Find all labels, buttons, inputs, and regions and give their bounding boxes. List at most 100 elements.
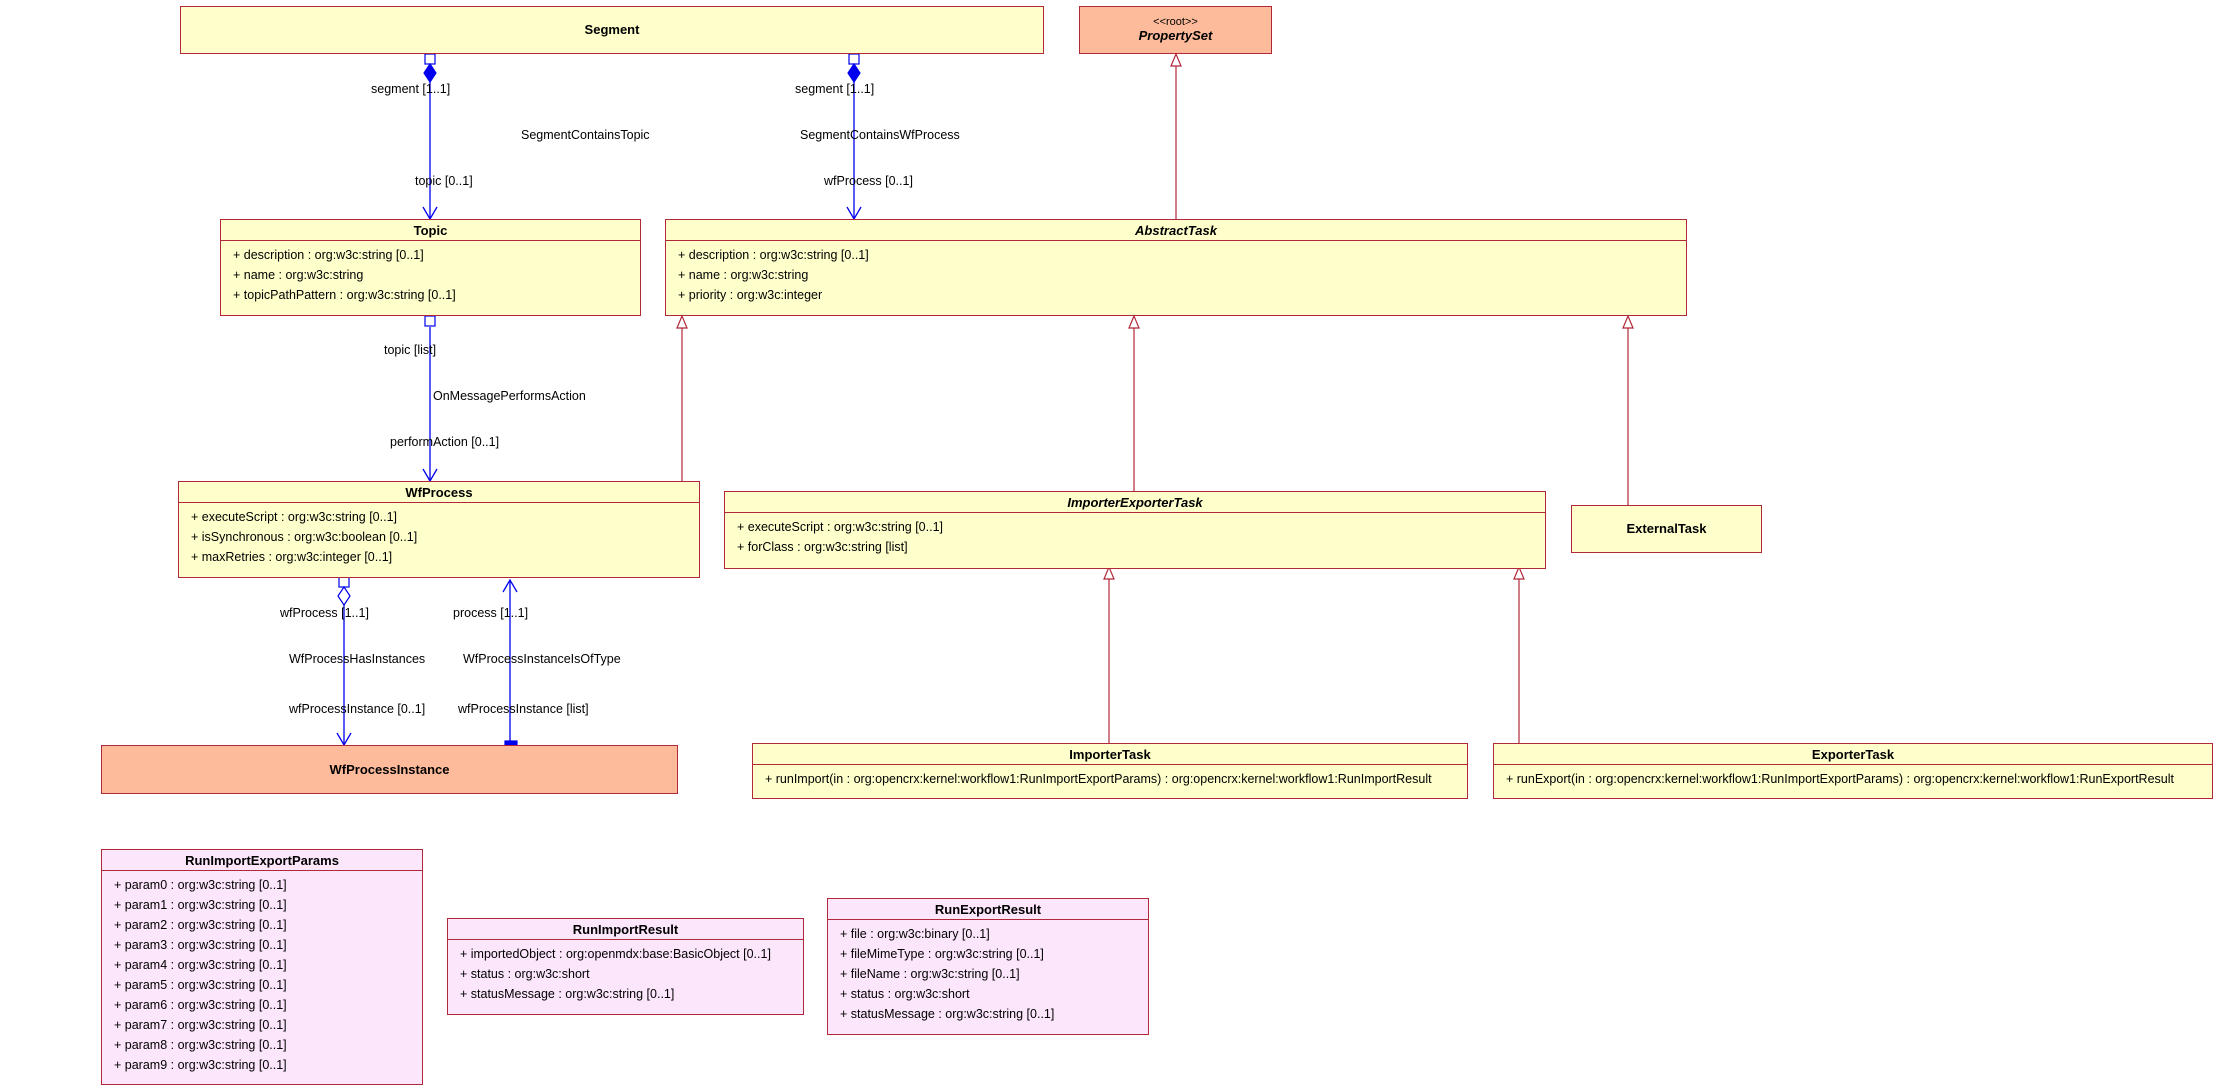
attribute: + param8 : org:w3c:string [0..1] (114, 1038, 287, 1052)
attribute: + description : org:w3c:string [0..1] (233, 248, 424, 262)
role-label: wfProcess [0..1] (824, 174, 913, 188)
class-name: RunImportResult (448, 919, 803, 940)
open-arrowhead (336, 732, 352, 747)
operation: + runExport(in : org:opencrx:kernel:work… (1506, 772, 2174, 786)
class-runimportresult[interactable]: RunImportResult + importedObject : org:o… (447, 918, 804, 1015)
association-name: WfProcessHasInstances (289, 652, 426, 666)
attribute: + fileName : org:w3c:string [0..1] (840, 967, 1020, 981)
class-name: ExporterTask (1494, 744, 2212, 765)
association-name: SegmentContainsTopic (521, 128, 650, 142)
attribute: + topicPathPattern : org:w3c:string [0..… (233, 288, 456, 302)
class-name: Segment (584, 22, 640, 37)
role-label: wfProcessInstance [0..1] (289, 702, 426, 716)
class-propertyset[interactable]: <<root>> PropertySet (1079, 6, 1272, 54)
attribute: + isSynchronous : org:w3c:boolean [0..1] (191, 530, 418, 544)
attribute: + statusMessage : org:w3c:string [0..1] (460, 987, 675, 1001)
attribute-list: + importedObject : org:openmdx:base:Basi… (448, 940, 803, 1004)
aggregation-diamond (337, 585, 351, 607)
role-label: wfProcess [1..1] (280, 606, 369, 620)
attribute: + param6 : org:w3c:string [0..1] (114, 998, 287, 1012)
open-arrowhead (422, 468, 438, 483)
attribute-list: + runImport(in : org:opencrx:kernel:work… (753, 765, 1467, 789)
association-end-square (338, 576, 350, 588)
association-name: OnMessagePerformsAction (433, 389, 586, 403)
class-name: WfProcessInstance (329, 761, 450, 777)
generalization-arrowhead (676, 314, 688, 329)
attribute: + param7 : org:w3c:string [0..1] (114, 1018, 287, 1032)
attribute: + maxRetries : org:w3c:integer [0..1] (191, 550, 393, 564)
class-wfprocess[interactable]: WfProcess + executeScript : org:w3c:stri… (178, 481, 700, 578)
generalization-arrowhead (1622, 314, 1634, 329)
class-name: AbstractTask (1135, 222, 1217, 238)
open-arrowhead (422, 206, 438, 221)
class-exportertask[interactable]: ExporterTask + runExport(in : org:opencr… (1493, 743, 2213, 799)
class-segment[interactable]: Segment (180, 6, 1044, 54)
role-label: segment [1..1] (371, 82, 451, 96)
attribute: + priority : org:w3c:integer (678, 288, 823, 302)
class-header: AbstractTask (666, 220, 1686, 241)
attribute: + param0 : org:w3c:string [0..1] (114, 878, 287, 892)
association-end-square (848, 53, 860, 65)
attribute: + param1 : org:w3c:string [0..1] (114, 898, 287, 912)
attribute: + status : org:w3c:short (460, 967, 590, 981)
generalization-arrowhead (1128, 314, 1140, 329)
class-header: <<root>> PropertySet (1080, 7, 1271, 52)
class-externaltask[interactable]: ExternalTask (1571, 505, 1762, 553)
attribute: + name : org:w3c:string (233, 268, 364, 282)
role-label: topic [0..1] (415, 174, 473, 188)
role-label: topic [list] (384, 343, 437, 357)
class-header: ImporterExporterTask (725, 492, 1545, 513)
composition-diamond (847, 62, 861, 84)
open-arrowhead (502, 578, 518, 593)
class-topic[interactable]: Topic + description : org:w3c:string [0.… (220, 219, 641, 316)
attribute: + fileMimeType : org:w3c:string [0..1] (840, 947, 1044, 961)
role-label: segment [1..1] (795, 82, 875, 96)
attribute-list: + description : org:w3c:string [0..1] + … (666, 241, 1686, 305)
class-runimportexportparams[interactable]: RunImportExportParams + param0 : org:w3c… (101, 849, 423, 1085)
attribute: + executeScript : org:w3c:string [0..1] (737, 520, 943, 534)
generalization-arrowhead (1170, 52, 1182, 67)
attribute: + param5 : org:w3c:string [0..1] (114, 978, 287, 992)
attribute: + file : org:w3c:binary [0..1] (840, 927, 990, 941)
attribute: + param4 : org:w3c:string [0..1] (114, 958, 287, 972)
class-wfprocessinstance[interactable]: WfProcessInstance (101, 745, 678, 794)
class-importertask[interactable]: ImporterTask + runImport(in : org:opencr… (752, 743, 1468, 799)
attribute-list: + file : org:w3c:binary [0..1] + fileMim… (828, 920, 1148, 1024)
class-name: ImporterExporterTask (1067, 494, 1203, 510)
association-name: WfProcessInstanceIsOfType (463, 652, 621, 666)
class-name: ExternalTask (1626, 521, 1707, 536)
stereotype-label: <<root>> (1153, 16, 1198, 28)
class-abstracttask[interactable]: AbstractTask + description : org:w3c:str… (665, 219, 1687, 316)
open-arrowhead (846, 206, 862, 221)
class-name: WfProcess (179, 482, 699, 503)
attribute-list: + executeScript : org:w3c:string [0..1] … (179, 503, 699, 567)
attribute-list: + executeScript : org:w3c:string [0..1] … (725, 513, 1545, 557)
attribute: + param2 : org:w3c:string [0..1] (114, 918, 287, 932)
attribute: + description : org:w3c:string [0..1] (678, 248, 869, 262)
role-label: process [1..1] (453, 606, 529, 620)
operation: + runImport(in : org:opencrx:kernel:work… (765, 772, 1432, 786)
attribute: + param3 : org:w3c:string [0..1] (114, 938, 287, 952)
class-importerexportertask[interactable]: ImporterExporterTask + executeScript : o… (724, 491, 1546, 569)
attribute-list: + param0 : org:w3c:string [0..1] + param… (102, 871, 422, 1075)
attribute: + importedObject : org:openmdx:base:Basi… (460, 947, 771, 961)
attribute: + executeScript : org:w3c:string [0..1] (191, 510, 397, 524)
composition-diamond (423, 62, 437, 84)
association-end-square (424, 53, 436, 65)
attribute: + name : org:w3c:string (678, 268, 809, 282)
association-end-square (424, 315, 436, 327)
role-label: performAction [0..1] (390, 435, 500, 449)
association-name: SegmentContainsWfProcess (800, 128, 960, 142)
attribute: + param9 : org:w3c:string [0..1] (114, 1058, 287, 1072)
attribute: + statusMessage : org:w3c:string [0..1] (840, 1007, 1055, 1021)
class-name: Topic (221, 220, 640, 241)
attribute-list: + runExport(in : org:opencrx:kernel:work… (1494, 765, 2212, 789)
attribute: + status : org:w3c:short (840, 987, 970, 1001)
attribute: + forClass : org:w3c:string [list] (737, 540, 908, 554)
class-name: ImporterTask (753, 744, 1467, 765)
class-name: PropertySet (1138, 28, 1213, 43)
class-name: RunImportExportParams (102, 850, 422, 871)
class-name: RunExportResult (828, 899, 1148, 920)
class-runexportresult[interactable]: RunExportResult + file : org:w3c:binary … (827, 898, 1149, 1035)
